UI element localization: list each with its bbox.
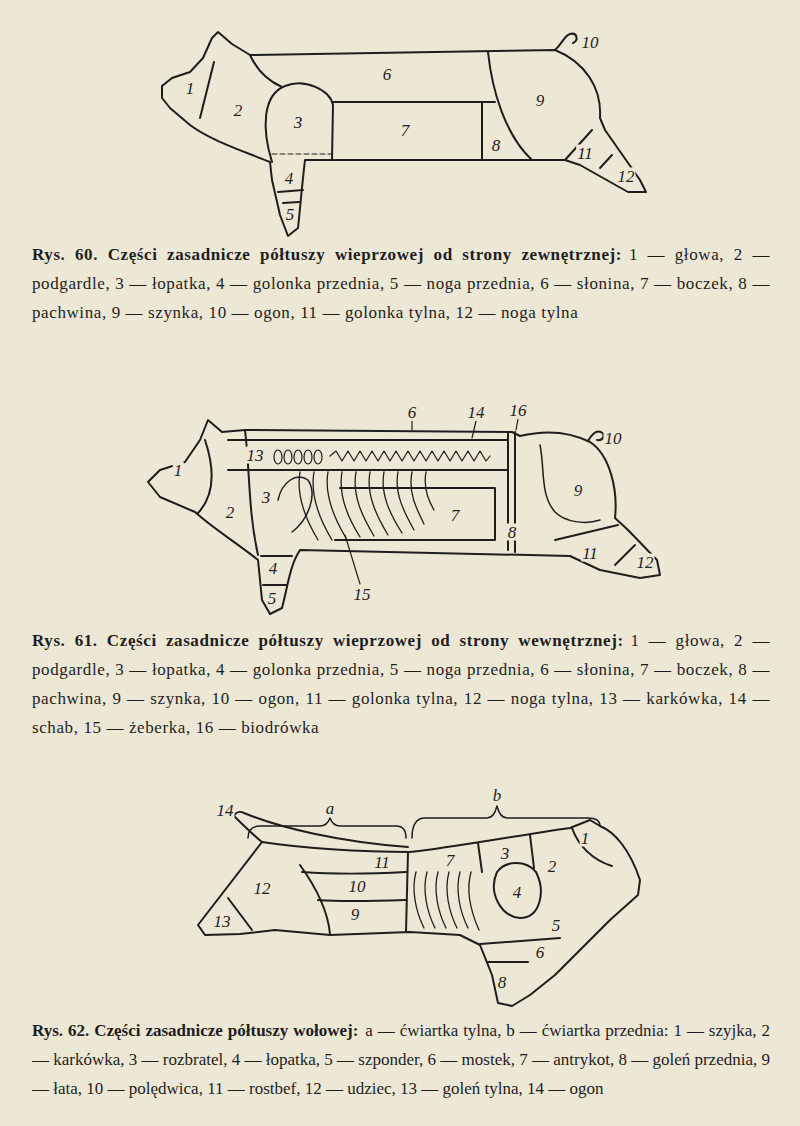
callout-number: 1 [580, 830, 591, 847]
callout-number: 10 [348, 878, 367, 895]
ribs [299, 472, 434, 540]
callout-number: 1 [185, 80, 196, 97]
callout-number: 3 [261, 489, 272, 506]
callout-number: 12 [636, 554, 655, 571]
shoulder-blade [494, 863, 541, 918]
ham-bone [540, 445, 600, 522]
callout-number: 8 [497, 974, 508, 991]
callout-number: 8 [507, 524, 518, 541]
caption-heading: Rys. 60. Części zasadnicze półtuszy wiep… [32, 245, 622, 264]
callout-number: 7 [400, 122, 411, 139]
cut-line [406, 852, 408, 932]
ribs [414, 872, 479, 930]
cut-line [555, 525, 618, 540]
callout-number: 13 [246, 447, 265, 464]
pig-outline [162, 32, 646, 236]
neck-vertebrae [274, 450, 322, 464]
callout-number: 7 [445, 852, 456, 869]
cut-line [488, 961, 528, 963]
callout-number: 5 [285, 206, 296, 223]
callout-number: 11 [581, 545, 599, 562]
callout-number: 6 [407, 404, 418, 421]
callout-number: 12 [253, 880, 272, 897]
callout-number: 2 [233, 102, 244, 119]
callout-number: 3 [500, 845, 511, 862]
figure-caption: Rys. 62. Części zasadnicze półtuszy woło… [32, 1016, 770, 1103]
vertebrae [330, 451, 490, 461]
cut-line [615, 545, 635, 565]
pig-outline [148, 420, 660, 614]
callout-number: 9 [573, 482, 584, 499]
tail [234, 812, 408, 847]
callout-number: 16 [509, 402, 528, 419]
cut-line [278, 190, 303, 203]
cut-line [318, 900, 406, 901]
cut-line [481, 102, 483, 160]
bracket [248, 818, 406, 838]
cut-line [200, 62, 214, 118]
cut-line [530, 835, 534, 868]
callout-number: 5 [551, 917, 562, 934]
pork-outside-figure [162, 32, 646, 236]
cut-line [565, 130, 612, 168]
callout-number: 2 [547, 858, 558, 875]
cut-line [480, 938, 560, 944]
callout-number: 13 [213, 913, 232, 930]
callout-number: 9 [350, 906, 361, 923]
cut-line [335, 488, 495, 540]
bracket [412, 806, 600, 838]
callout-number: 10 [581, 34, 600, 51]
callout-number: 9 [535, 92, 546, 109]
caption-heading: Rys. 62. Części zasadnicze półtuszy woło… [32, 1021, 358, 1040]
callout-number: 4 [268, 560, 279, 577]
callout-number: a [325, 800, 336, 817]
callout-number: 7 [450, 507, 461, 524]
callout-number: 8 [491, 137, 502, 154]
callout-number: 3 [293, 114, 304, 131]
leader-line [345, 419, 518, 584]
cut-line [478, 843, 482, 872]
cut-line [488, 52, 532, 160]
callout-number: 6 [382, 66, 393, 83]
callout-number: 10 [604, 430, 623, 447]
figure-caption: Rys. 61. Części zasadnicze półtuszy wiep… [32, 626, 770, 742]
callout-number: 5 [267, 590, 278, 607]
tail [588, 431, 604, 441]
callout-number: 2 [225, 504, 236, 521]
cut-line [266, 83, 333, 162]
callout-number: 1 [173, 462, 184, 479]
cut-line [250, 55, 282, 87]
cut-line [261, 556, 292, 585]
callout-number: 14 [216, 802, 235, 819]
tail [555, 34, 577, 50]
spine-strip [228, 440, 508, 470]
callout-number: 11 [373, 854, 391, 871]
callout-number: 12 [617, 168, 636, 185]
cut-line [333, 101, 495, 103]
cow-outline [198, 820, 640, 1006]
callout-number: 14 [467, 404, 486, 421]
caption-heading: Rys. 61. Części zasadnicze półtuszy wiep… [32, 631, 624, 650]
shoulder-blade [278, 477, 312, 532]
cut-line [272, 153, 332, 154]
pork-inside-figure [148, 419, 660, 614]
callout-number: 4 [512, 884, 523, 901]
figure-caption: Rys. 60. Części zasadnicze półtuszy wiep… [32, 240, 770, 327]
callout-number: 15 [353, 586, 372, 603]
cut-line [572, 828, 612, 866]
cut-line [228, 898, 252, 930]
cut-line [302, 872, 406, 874]
callout-number: 6 [535, 944, 546, 961]
callout-number: 4 [284, 170, 295, 187]
callout-number: b [492, 787, 503, 804]
callout-number: 11 [576, 145, 594, 162]
cut-line [198, 440, 212, 513]
beef-figure [198, 806, 640, 1006]
